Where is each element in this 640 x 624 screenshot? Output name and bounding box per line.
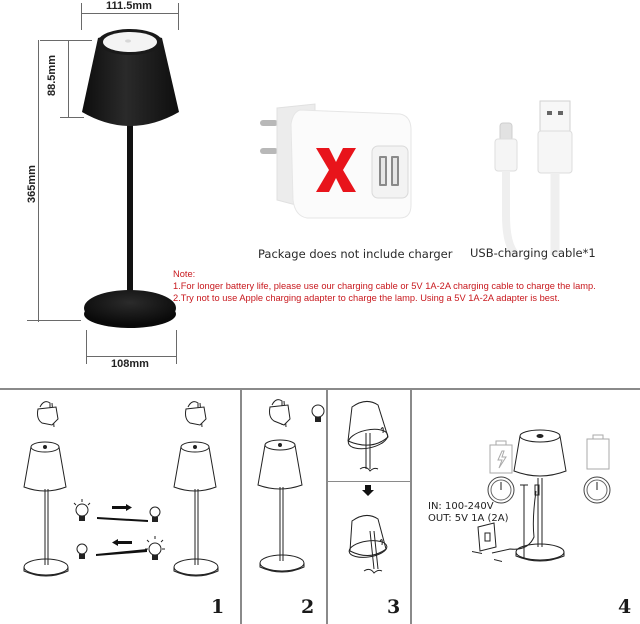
black-lamp-image bbox=[82, 29, 179, 328]
base-width-line bbox=[86, 356, 177, 357]
dim-tick bbox=[81, 3, 82, 30]
panel-divider bbox=[240, 389, 242, 624]
shade-height-line bbox=[68, 40, 69, 117]
charging-output-spec: OUT: 5V 1A (2A) bbox=[428, 513, 509, 524]
charging-input-spec: IN: 100-240V bbox=[428, 501, 494, 512]
base-width-label: 108mm bbox=[111, 358, 149, 370]
dim-tick bbox=[40, 40, 92, 41]
charger-caption: Package does not include charger bbox=[258, 247, 453, 261]
dim-tick bbox=[176, 330, 177, 364]
dim-tick bbox=[178, 3, 179, 30]
note-block: Note: 1.For longer battery life, please … bbox=[173, 268, 596, 304]
note-line-2: 2.Try not to use Apple charging adapter … bbox=[173, 293, 560, 303]
touch-dimming-illustration bbox=[23, 401, 219, 577]
charging-illustration bbox=[472, 429, 611, 562]
note-line-1: 1.For longer battery life, please use ou… bbox=[173, 281, 596, 291]
shade-width-line bbox=[81, 13, 179, 14]
total-height-line bbox=[38, 40, 39, 322]
panel-number-1: 1 bbox=[211, 596, 225, 618]
panel-divider bbox=[326, 389, 328, 624]
shade-width-label: 111.5mm bbox=[106, 0, 152, 12]
dim-tick bbox=[27, 320, 81, 321]
usb-cable-image bbox=[494, 100, 573, 258]
touch-on-off-illustration bbox=[257, 399, 325, 573]
dim-tick bbox=[60, 117, 84, 118]
panel-number-3: 3 bbox=[387, 596, 401, 618]
panel-divider bbox=[410, 389, 412, 624]
panel-number-2: 2 bbox=[301, 596, 315, 618]
panel-number-4: 4 bbox=[618, 596, 632, 618]
section-divider bbox=[0, 388, 640, 390]
excluded-x-mark bbox=[316, 148, 356, 192]
dim-tick bbox=[86, 330, 87, 364]
tilt-shade-illustration bbox=[347, 401, 389, 574]
cable-caption: USB-charging cable*1 bbox=[470, 246, 596, 260]
note-title: Note: bbox=[173, 269, 196, 279]
panel-3-divider bbox=[328, 481, 410, 482]
bulb-icons bbox=[73, 499, 165, 560]
